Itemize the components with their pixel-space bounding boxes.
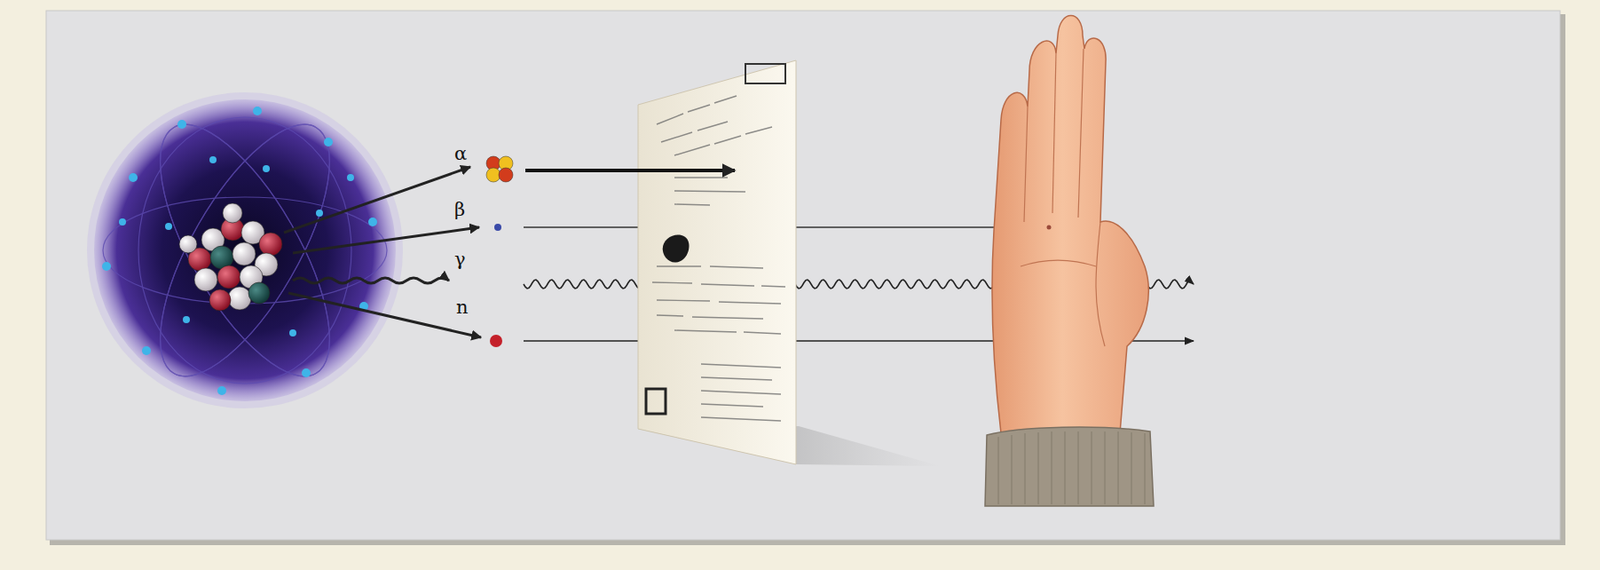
atom <box>86 92 403 409</box>
hand <box>992 15 1149 434</box>
particle-label: β <box>454 200 466 220</box>
panel <box>46 10 1561 540</box>
sleeve <box>985 426 1154 506</box>
paper-sheet <box>638 60 797 465</box>
alpha-particle <box>486 156 513 182</box>
beta-particle <box>494 223 502 231</box>
alpha-track <box>525 168 735 173</box>
neutron-particle <box>489 334 503 347</box>
emission-arrows <box>283 166 481 338</box>
particle-label: n <box>456 298 469 317</box>
particle-label: α <box>454 144 467 164</box>
particle-label: γ <box>454 250 466 269</box>
